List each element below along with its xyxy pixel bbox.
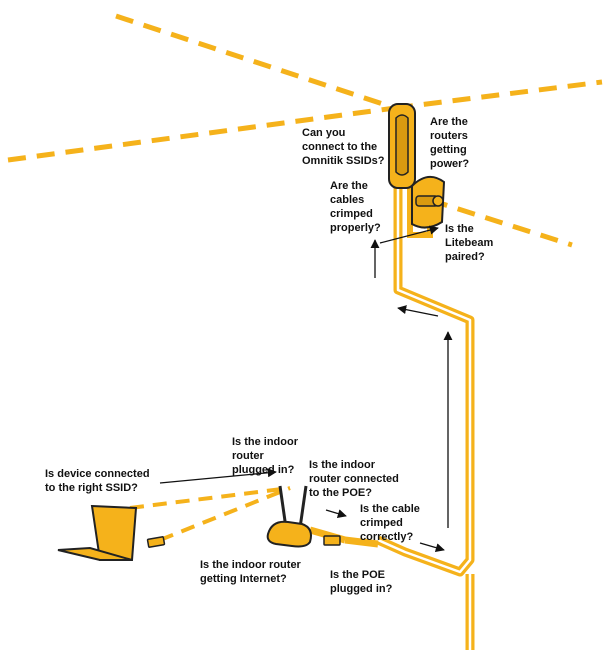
question-router-plugged: Is the indoor router plugged in?	[232, 436, 298, 476]
main-cable	[376, 180, 475, 577]
question-litebeam-paired: Is the Litebeam paired?	[445, 223, 494, 263]
wifi-line-to-laptop	[129, 486, 291, 510]
signal-line-right	[394, 79, 603, 111]
question-cable-crimped: Is the cable crimped correctly?	[360, 503, 420, 543]
arrow-to-router	[159, 468, 277, 484]
arrow-to-poe	[325, 509, 347, 519]
flow-arrows	[159, 225, 453, 553]
omnitik-signal-lines	[7, 13, 603, 163]
question-omnitik-ssid: Can you connect to the Omnitik SSIDs?	[302, 127, 385, 167]
omnitik-antenna-icon	[388, 103, 416, 189]
question-poe-plugged: Is the POE plugged in?	[330, 569, 393, 595]
question-device-ssid: Is device connected to the right SSID?	[45, 468, 150, 494]
question-routers-power: Are the routers getting power?	[430, 116, 470, 170]
laptop-icon	[57, 504, 138, 561]
litebeam-dish-icon	[411, 175, 446, 229]
signal-line-lower-left	[7, 105, 396, 163]
litebeam-signal-line	[429, 197, 573, 248]
wifi-line-to-phone	[159, 486, 291, 542]
question-router-poe: Is the indoor router connected to the PO…	[309, 459, 399, 499]
indoor-router-icon	[266, 485, 312, 548]
arrow-to-cable	[419, 542, 445, 553]
question-router-internet: Is the indoor router getting Internet?	[200, 559, 301, 585]
question-cables-crimped: Are the cables crimped properly?	[330, 180, 381, 234]
indoor-wifi-lines	[129, 486, 291, 542]
arrow-left-main	[397, 305, 439, 317]
phone-icon	[146, 536, 166, 548]
arrow-to-litebeam	[379, 225, 439, 244]
signal-line-upper-left	[115, 13, 396, 111]
poe-adapter-icon	[323, 535, 341, 546]
